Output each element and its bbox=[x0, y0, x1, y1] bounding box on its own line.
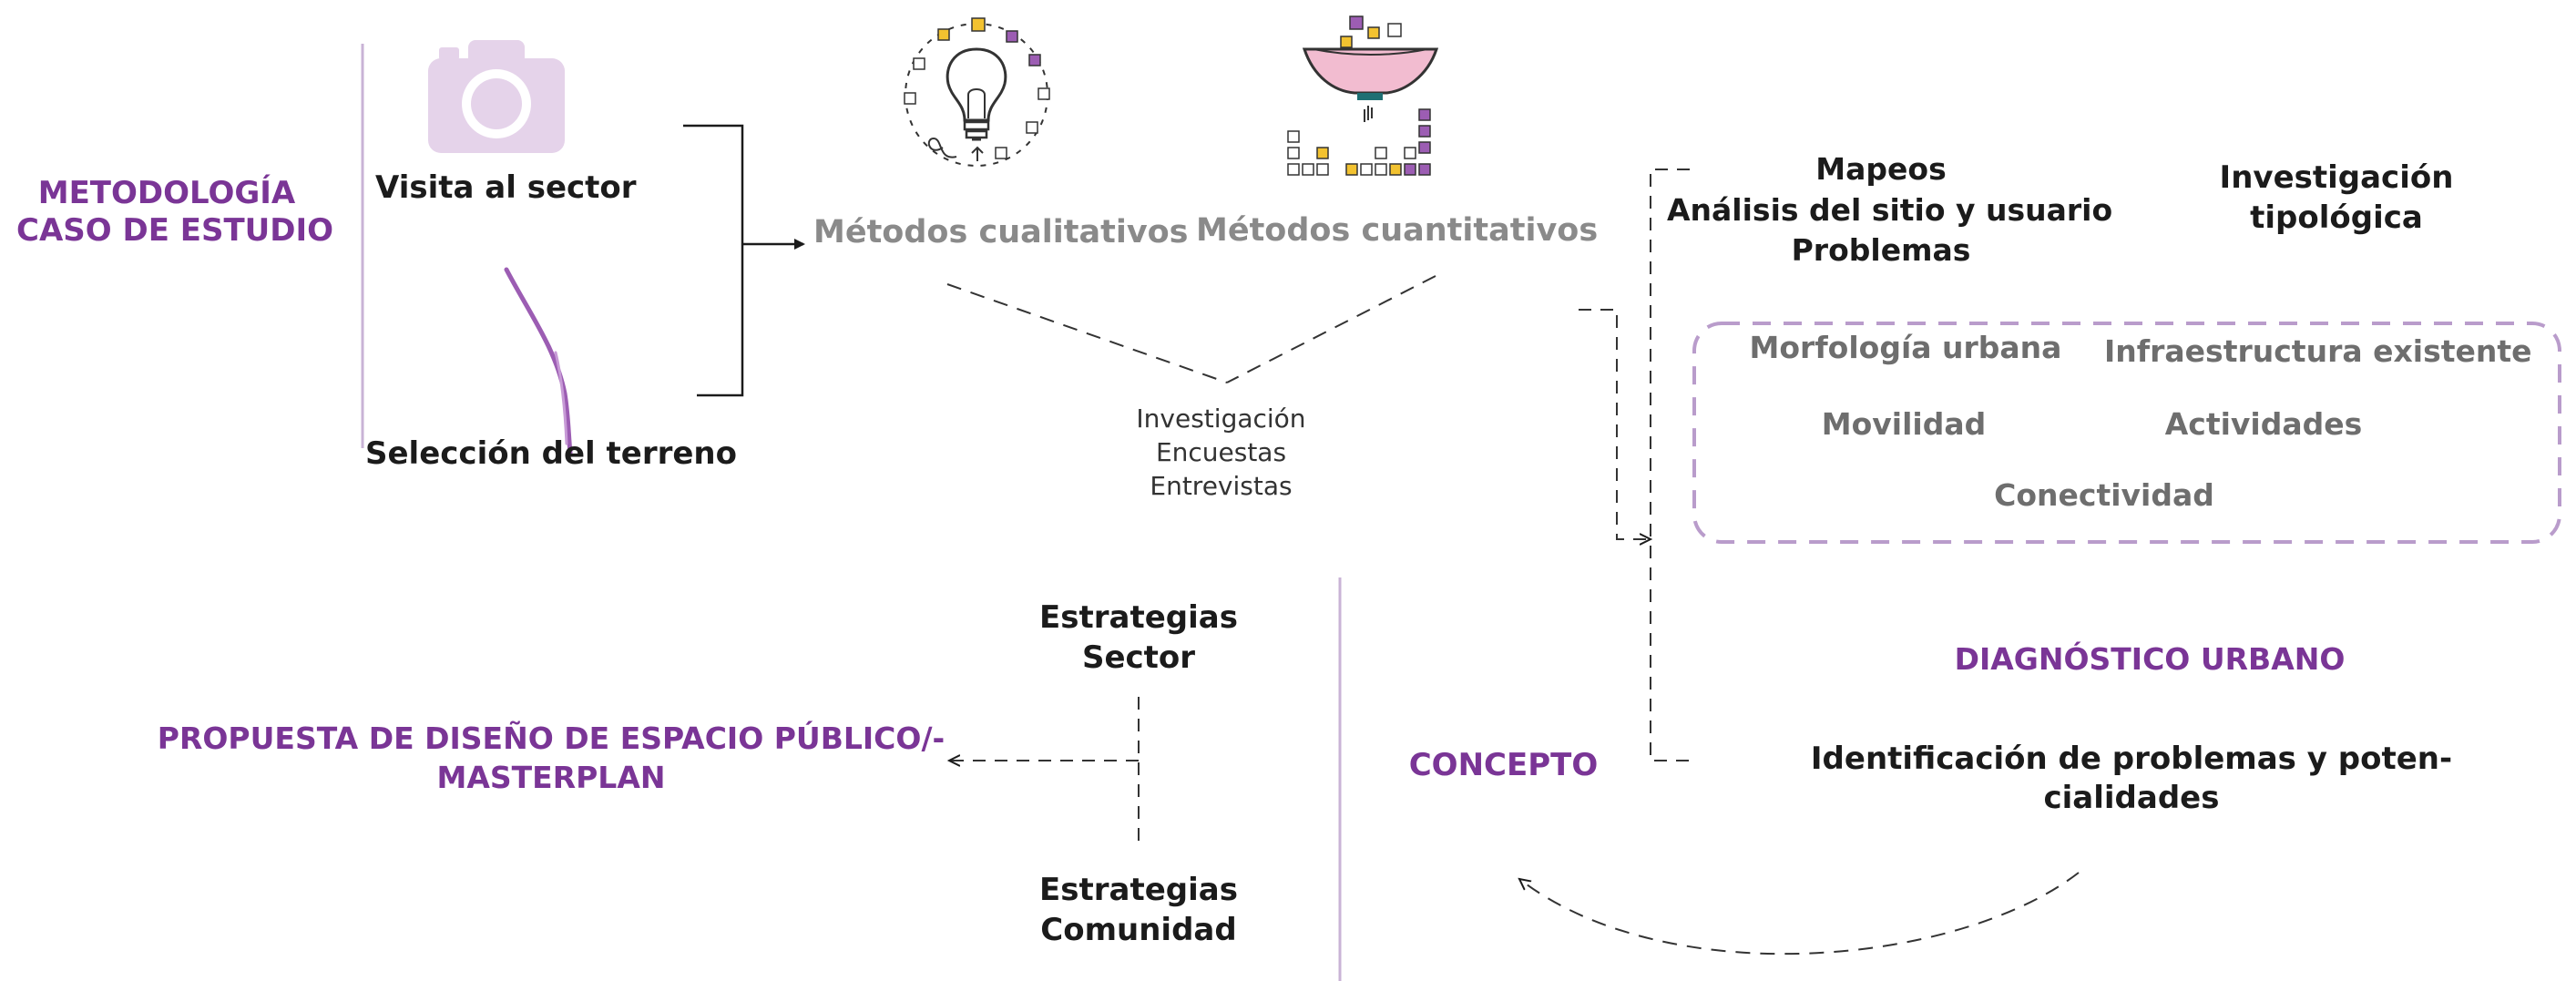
factor-connectivity: Conectividad bbox=[1994, 477, 2214, 513]
community-strategies-line1: Estrategias bbox=[1039, 872, 1238, 908]
concept-title: CONCEPTO bbox=[1408, 747, 1599, 783]
typology-line1: Investigación bbox=[2219, 159, 2454, 196]
mapping-label: Mapeos bbox=[1815, 151, 1947, 187]
community-strategies: Estrategias Comunidad bbox=[1011, 870, 1266, 950]
problem-identification: Identificación de problemas y poten- cia… bbox=[1785, 740, 2478, 818]
tool-item: Investigación bbox=[1136, 404, 1306, 434]
site-analysis-block: Mapeos Análisis del sitio y usuario Prob… bbox=[1667, 149, 2113, 271]
camera-icon bbox=[428, 40, 565, 153]
factor-infrastructure: Infraestructura existente bbox=[2104, 333, 2532, 369]
design-proposal: PROPUESTA DE DISEÑO DE ESPACIO PÚBLICO/-… bbox=[155, 720, 947, 798]
quantitative-methods-label: Métodos cuantitativos bbox=[1196, 212, 1599, 249]
selection-label: Selección del terreno bbox=[365, 435, 737, 472]
methodology-title: METODOLOGÍA CASO DE ESTUDIO bbox=[16, 175, 334, 250]
lightbulb-icon bbox=[904, 17, 1050, 167]
tool-item: Entrevistas bbox=[1150, 470, 1293, 501]
tool-item: Encuestas bbox=[1155, 436, 1287, 467]
design-proposal-line2: MASTERPLAN bbox=[436, 759, 666, 795]
site-user-analysis-label: Análisis del sitio y usuario bbox=[1667, 191, 2113, 228]
methods-tools: Investigación Encuestas Entrevistas bbox=[1100, 403, 1342, 504]
factor-activities: Actividades bbox=[2164, 406, 2363, 442]
urban-diagnosis-title: DIAGNÓSTICO URBANO bbox=[1954, 641, 2346, 677]
analysis-spine bbox=[1650, 169, 1690, 761]
identification-line1: Identificación de problemas y poten- bbox=[1810, 741, 2453, 777]
problems-label: Problemas bbox=[1791, 232, 1971, 269]
right-dashed-connector bbox=[1579, 309, 1651, 539]
quantitative-dash bbox=[1226, 275, 1436, 383]
methodology-title-line1: METODOLOGÍA bbox=[37, 175, 296, 211]
visit-label: Visita al sector bbox=[375, 169, 637, 206]
curve-arrow bbox=[1519, 872, 2080, 955]
funnel-chart-icon bbox=[1287, 15, 1439, 176]
methodology-title-line2: CASO DE ESTUDIO bbox=[16, 211, 334, 249]
qualitative-methods-label: Métodos cualitativos bbox=[813, 214, 1189, 250]
community-strategies-line2: Comunidad bbox=[1040, 912, 1237, 949]
typology-research: Investigación tipológica bbox=[2182, 158, 2491, 238]
sector-strategies-line1: Estrategias bbox=[1039, 599, 1238, 636]
typology-line2: tipológica bbox=[2250, 199, 2423, 237]
factors-box bbox=[1692, 322, 2561, 544]
design-proposal-line1: PROPUESTA DE DISEÑO DE ESPACIO PÚBLICO/- bbox=[157, 720, 946, 756]
identification-line2: cialidades bbox=[2043, 779, 2220, 816]
sector-strategies: Estrategias Sector bbox=[1020, 598, 1257, 678]
qualitative-dash bbox=[946, 283, 1228, 383]
factor-urban-morphology: Morfología urbana bbox=[1749, 330, 2062, 365]
pen-icon bbox=[504, 267, 573, 455]
factor-mobility: Movilidad bbox=[1821, 406, 1987, 442]
sector-strategies-line2: Sector bbox=[1081, 639, 1196, 677]
fieldwork-bracket bbox=[683, 124, 744, 397]
